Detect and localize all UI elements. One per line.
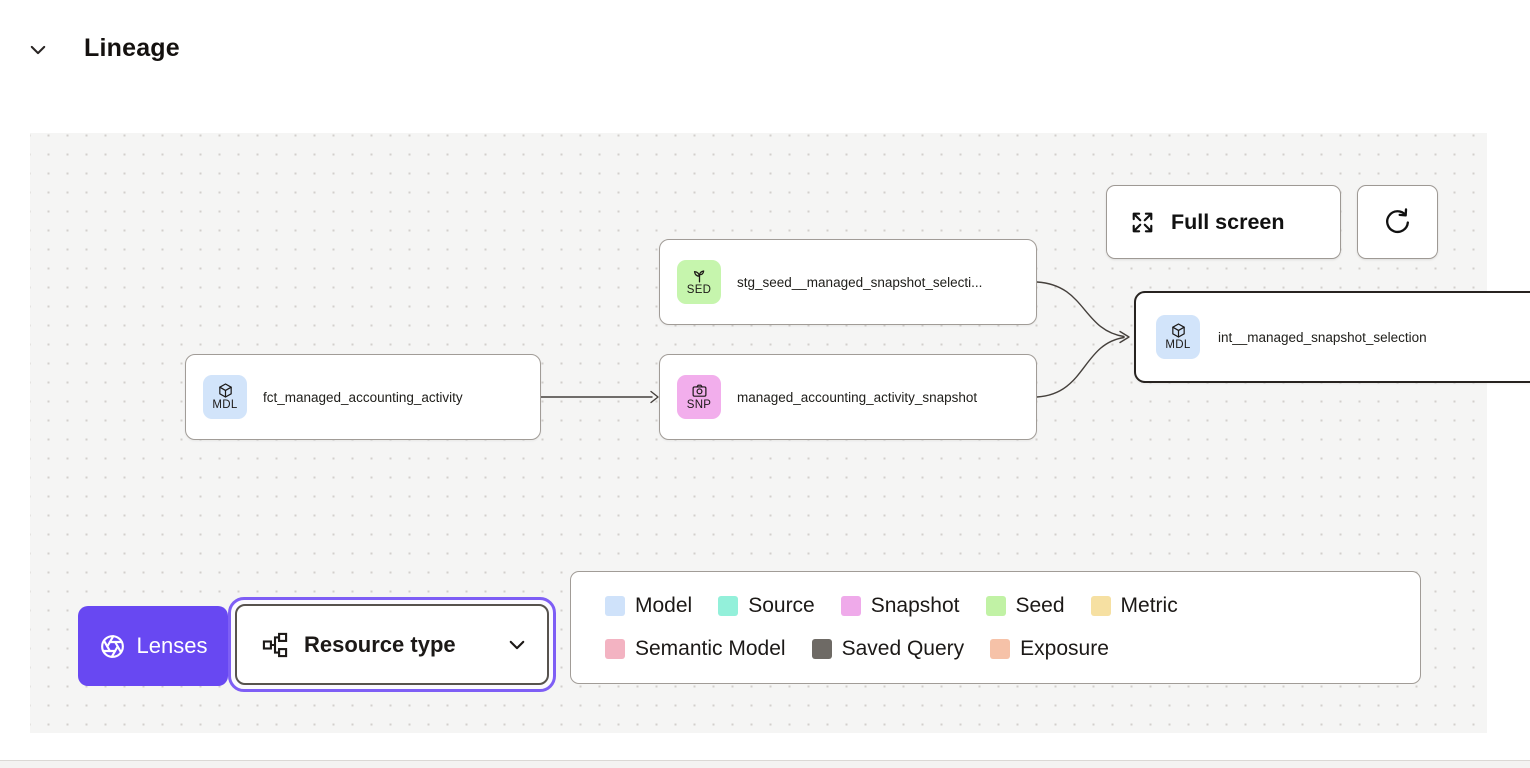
- model-swatch: [605, 595, 625, 616]
- lenses-button[interactable]: Lenses: [78, 606, 228, 686]
- cube-icon: [217, 382, 234, 399]
- sprout-icon: [691, 267, 708, 284]
- resource-type-label: Resource type: [304, 631, 456, 657]
- legend-item-model: Model: [605, 594, 692, 618]
- node-label: stg_seed__managed_snapshot_selecti...: [737, 274, 983, 290]
- resource-type-dropdown-inner: Resource type: [235, 604, 549, 685]
- legend-label: Semantic Model: [635, 637, 786, 661]
- legend-row: Semantic Model Saved Query Exposure: [605, 637, 1420, 661]
- section-divider: [0, 760, 1530, 768]
- legend-label: Exposure: [1020, 637, 1109, 661]
- snapshot-badge: SNP: [677, 375, 721, 419]
- legend-row: Model Source Snapshot Seed Metric: [605, 594, 1420, 618]
- snapshot-swatch: [840, 595, 861, 616]
- legend-item-semantic-model: Semantic Model: [605, 637, 786, 661]
- full-screen-button[interactable]: Full screen: [1106, 185, 1341, 259]
- metric-swatch: [1090, 595, 1111, 616]
- seed-badge: SED: [677, 260, 721, 304]
- hierarchy-icon: [261, 631, 289, 659]
- legend-item-saved-query: Saved Query: [811, 637, 965, 661]
- node-label: fct_managed_accounting_activity: [263, 389, 463, 405]
- legend-item-exposure: Exposure: [990, 637, 1109, 661]
- legend-item-metric: Metric: [1090, 593, 1178, 618]
- legend-item-source: Source: [718, 594, 815, 618]
- node-snapshot[interactable]: SNP managed_accounting_activity_snapshot: [659, 354, 1037, 440]
- model-badge: MDL: [1156, 315, 1200, 359]
- node-seed[interactable]: SED stg_seed__managed_snapshot_selecti..…: [659, 239, 1037, 325]
- badge-label: MDL: [1165, 339, 1191, 352]
- chevron-down-icon[interactable]: [28, 40, 48, 60]
- legend-label: Seed: [1015, 593, 1065, 617]
- expand-arrows-icon: [1129, 209, 1156, 236]
- legend-item-seed: Seed: [985, 593, 1065, 618]
- seed-swatch: [985, 595, 1006, 616]
- resource-type-dropdown[interactable]: Resource type: [228, 597, 556, 692]
- exposure-swatch: [990, 639, 1011, 660]
- model-badge: MDL: [203, 375, 247, 419]
- chevron-down-icon: [507, 635, 527, 655]
- legend-item-snapshot: Snapshot: [840, 593, 960, 618]
- lineage-header: Lineage: [0, 0, 1530, 100]
- page-title: Lineage: [84, 34, 180, 62]
- resource-type-legend: Model Source Snapshot Seed Metric: [570, 571, 1421, 684]
- source-swatch: [718, 595, 739, 616]
- lineage-canvas[interactable]: Full screen SED: [30, 133, 1530, 733]
- legend-label: Saved Query: [841, 637, 965, 661]
- badge-label: SNP: [686, 399, 712, 412]
- full-screen-label: Full screen: [1171, 209, 1285, 234]
- legend-label: Metric: [1120, 593, 1178, 617]
- saved-query-swatch: [811, 639, 832, 660]
- cube-icon: [1170, 322, 1187, 339]
- semantic-model-swatch: [605, 639, 625, 660]
- node-label: int__managed_snapshot_selection: [1218, 329, 1427, 345]
- refresh-button[interactable]: [1357, 185, 1438, 259]
- legend-label: Model: [635, 593, 693, 617]
- badge-label: MDL: [212, 399, 238, 412]
- node-fct-managed-accounting-activity[interactable]: MDL fct_managed_accounting_activity: [185, 354, 541, 440]
- node-int-managed-snapshot-selection[interactable]: MDL int__managed_snapshot_selection: [1134, 291, 1530, 383]
- refresh-icon: [1382, 207, 1413, 238]
- legend-label: Snapshot: [870, 593, 960, 617]
- badge-label: SED: [686, 284, 712, 297]
- node-label: managed_accounting_activity_snapshot: [737, 389, 978, 405]
- legend-label: Source: [748, 593, 815, 617]
- aperture-icon: [99, 633, 126, 660]
- lenses-label: Lenses: [136, 633, 208, 658]
- camera-icon: [691, 382, 708, 399]
